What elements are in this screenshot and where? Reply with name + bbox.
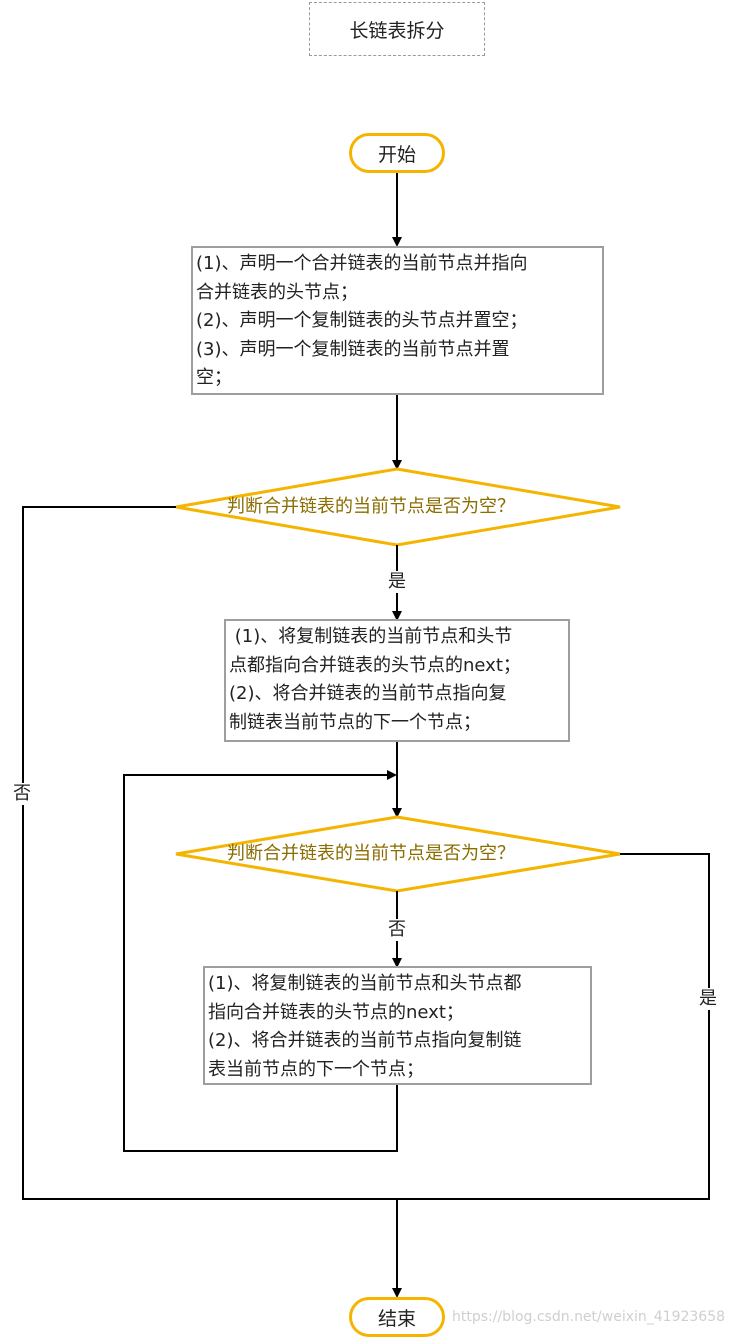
decision2-yes-label: 是 (697, 988, 719, 1010)
diagram-title: 长链表拆分 (309, 2, 485, 56)
process-loop-copy-line: (1)、将复制链表的当前节点和头节点都 (208, 973, 522, 994)
process-first-copy-line: 制链表当前节点的下一个节点； (229, 711, 481, 733)
process-initialize-line: (1)、声明一个合并链表的当前节点并指向 (196, 253, 528, 274)
process-first-copy: (1)、将复制链表的当前节点和头节 点都指向合并链表的头节点的next； (2)… (224, 619, 570, 742)
decision2-no-label: 否 (386, 919, 408, 941)
decision1-no-label: 否 (11, 783, 33, 805)
process-initialize-line: 合并链表的头节点； (196, 281, 358, 303)
end-terminal: 结束 (349, 1297, 445, 1337)
process-first-copy-line: (2)、将合并链表的当前节点指向复 (229, 683, 507, 704)
process-initialize-line: (3)、声明一个复制链表的当前节点并置 (196, 338, 510, 360)
decision2-text: 判断合并链表的当前节点是否为空？ (227, 843, 515, 864)
process-loop-copy-line: 指向合并链表的头节点的next； (208, 1001, 464, 1023)
process-initialize-line: 空； (196, 367, 232, 388)
start-terminal: 开始 (349, 133, 445, 173)
connector-decision1-no (22, 506, 397, 1200)
process-initialize: (1)、声明一个合并链表的当前节点并指向 合并链表的头节点； (2)、声明一个复… (191, 246, 604, 395)
process-loop-copy-line: 表当前节点的下一个节点； (208, 1058, 424, 1080)
process-initialize-line: (2)、声明一个复制链表的头节点并置空； (196, 310, 528, 331)
process-loop-copy-line: (2)、将合并链表的当前节点指向复制链 (208, 1030, 522, 1051)
decision1-text: 判断合并链表的当前节点是否为空？ (227, 496, 515, 517)
connector-decision2-yes (397, 853, 710, 1200)
process-loop-copy: (1)、将复制链表的当前节点和头节点都 指向合并链表的头节点的next； (2)… (203, 966, 592, 1085)
decision1-yes-label: 是 (386, 571, 408, 593)
process-first-copy-line: (1)、将复制链表的当前节点和头节 (229, 626, 513, 647)
connector-loop-back (123, 770, 398, 1152)
watermark: https://blog.csdn.net/weixin_41923658 (452, 1309, 726, 1325)
process-first-copy-line: 点都指向合并链表的头节点的next； (229, 654, 521, 676)
